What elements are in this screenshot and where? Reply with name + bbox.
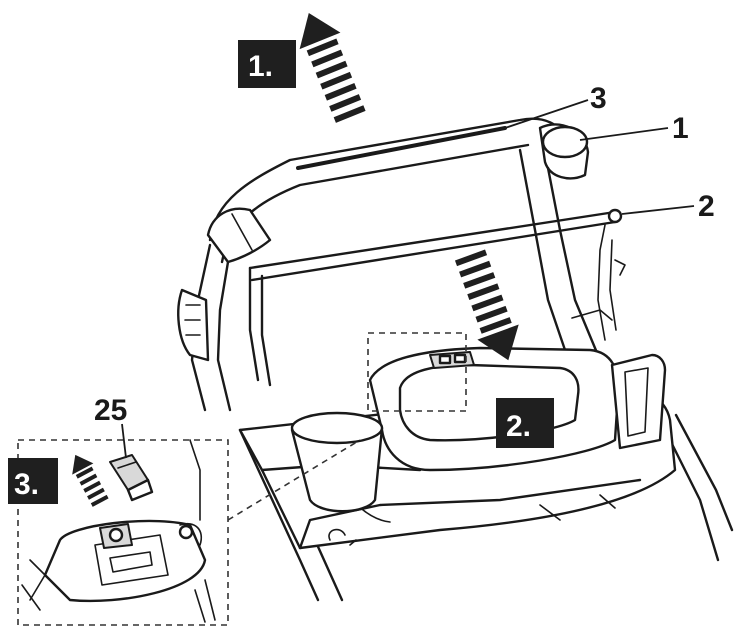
callout-1: 1 [579,112,689,145]
step-3-badge: 3. [8,458,58,504]
handle-bar [190,117,602,412]
callout-1-label: 1 [672,112,689,145]
side-switch-box [610,353,667,450]
battery-housing [368,346,620,472]
step-2-badge: 2. [496,398,554,448]
step-3-label: 3. [14,468,39,501]
callout-3: 3 [504,82,607,129]
arrow-remove-key-icon [72,454,109,507]
safety-key [109,454,154,502]
storage-cup [290,411,384,513]
step-1-badge: 1. [238,40,296,88]
step-1-label: 1. [248,50,273,83]
callout-2-label: 2 [698,190,715,223]
battery-detail-box [367,332,467,412]
side-knob [177,288,210,362]
arrow-push-down-icon [454,249,519,361]
brake-cable [571,224,626,341]
arrow-lift-up-icon [299,13,366,123]
cross-bar [248,208,623,387]
hinge-detail [328,528,357,546]
callout-25: 25 [94,394,127,459]
callout-3-label: 3 [590,82,607,115]
callout-25-label: 25 [94,394,127,427]
step-2-label: 2. [506,410,531,443]
callout-2: 2 [621,190,715,223]
